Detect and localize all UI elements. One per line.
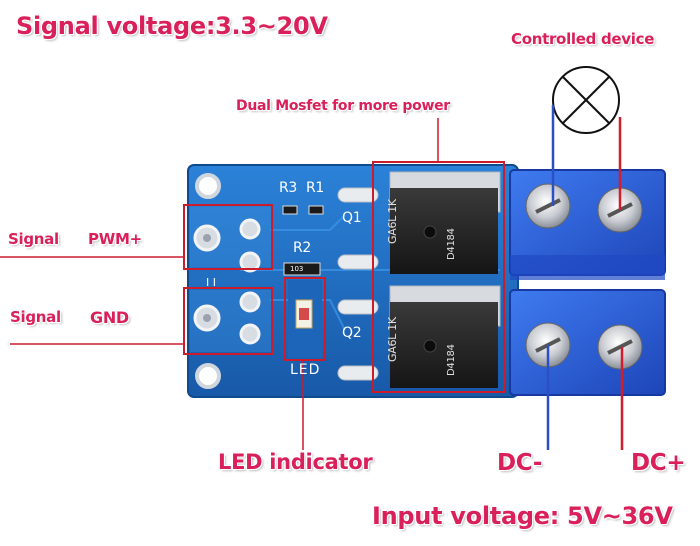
led-indicator-label: LED indicator: [218, 450, 373, 474]
signal-pwm-label-right: PWM+: [88, 230, 142, 248]
mount-hole-bottom: [195, 363, 221, 389]
dc-plus-label: DC+: [631, 450, 686, 476]
input-voltage-label: Input voltage: 5V~36V: [372, 502, 673, 530]
silk-led: LED: [290, 362, 321, 378]
dc-minus-label: DC-: [497, 450, 543, 476]
mount-hole-top: [195, 173, 221, 199]
silk-r2: R2: [293, 240, 312, 256]
callout-lines: [0, 118, 439, 450]
chip-bottom-marking-2: D4184: [446, 344, 457, 376]
led-component: [288, 280, 322, 358]
silk-r1: R1: [306, 180, 325, 196]
signal-pwm-label-left: Signal: [8, 230, 59, 248]
signal-gnd-label-left: Signal: [10, 308, 61, 326]
mosfet-top: [390, 188, 498, 274]
silk-q1: Q1: [342, 210, 362, 226]
controlled-device-label: Controlled device: [511, 30, 655, 48]
mosfet-leads: [337, 187, 379, 381]
dual-mosfet-label: Dual Mosfet for more power: [236, 98, 450, 114]
svg-text:I I: I I: [206, 276, 216, 289]
chip-top-marking-2: D4184: [446, 228, 457, 260]
signal-header: I I: [190, 207, 272, 352]
chip-bottom-marking-1: GA6L 1K: [386, 317, 399, 362]
chip-top-marking-1: GA6L 1K: [386, 199, 399, 244]
terminal-block-top: [509, 169, 666, 280]
resistors: 103: [282, 205, 324, 276]
signal-gnd-label-right: GND: [90, 308, 129, 327]
terminal-block-bottom: [509, 289, 666, 396]
signal-voltage-label: Signal voltage:3.3~20V: [16, 12, 328, 40]
lamp-icon: [552, 66, 620, 134]
silk-q2: Q2: [342, 325, 362, 341]
svg-text:103: 103: [290, 265, 303, 273]
silk-r3: R3: [279, 180, 298, 196]
mosfet-bottom: [390, 302, 498, 388]
